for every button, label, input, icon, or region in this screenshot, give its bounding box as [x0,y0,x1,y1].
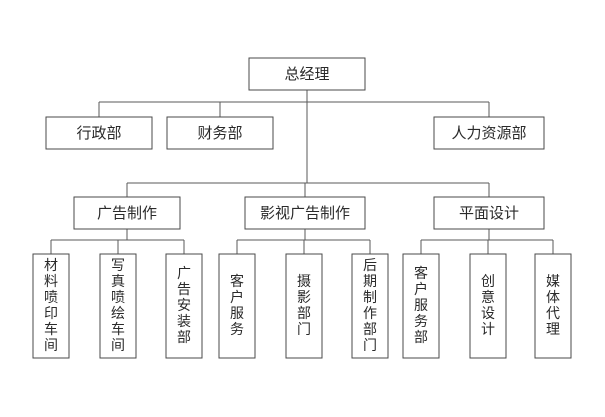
connector-lines [50,90,554,254]
division-node-ad: 广告制作 [73,196,181,230]
unit-node-video-1-box [218,253,256,359]
general-manager-node: 总经理 [248,57,366,91]
department-node-hr-box [433,116,545,150]
division-node-video-label: 影视广告制作 [260,204,350,222]
unit-node-ad-3-box [165,253,203,359]
unit-node-graphic-2-label: 创意设计 [481,274,495,338]
unit-node-video-3-box [351,253,389,359]
unit-node-video-1: 客户服务 [218,253,256,359]
department-node-finance-label: 财务部 [197,124,242,142]
unit-node-graphic-3: 媒体代理 [534,253,572,359]
department-node-finance: 财务部 [166,116,274,150]
unit-node-ad-3-label: 广告安装部 [177,266,191,346]
unit-node-graphic-1-label: 客户服务部 [414,265,428,346]
unit-node-video-2: 摄影部门 [285,253,323,359]
unit-node-video-3: 后期制作部门 [351,253,389,359]
unit-node-video-1-label: 客户服务 [230,273,244,338]
division-node-video-box [244,196,366,230]
unit-node-ad-2: 写真喷绘车间 [99,253,137,359]
department-node-admin-label: 行政部 [76,124,121,142]
unit-node-graphic-2-box [469,253,507,359]
unit-node-video-3-label: 后期制作部门 [363,258,377,354]
unit-node-ad-2-label: 写真喷绘车间 [111,258,125,354]
department-node-admin-box [45,116,153,150]
department-node-hr: 人力资源部 [433,116,545,150]
unit-node-ad-2-box [99,253,137,359]
unit-node-video-2-label: 摄影部门 [297,274,311,338]
division-node-graphic-box [433,196,545,230]
department-node-hr-label: 人力资源部 [451,124,526,142]
division-node-graphic-label: 平面设计 [459,204,519,222]
department-node-finance-box [166,116,274,150]
unit-node-graphic-1-box [402,253,440,359]
unit-node-ad-1-box [32,253,70,359]
general-manager-node-label: 总经理 [284,65,329,83]
division-node-ad-label: 广告制作 [97,204,157,222]
unit-node-graphic-2: 创意设计 [469,253,507,359]
unit-node-ad-3: 广告安装部 [165,253,203,359]
department-node-admin: 行政部 [45,116,153,150]
unit-node-ad-1: 材料喷印车间 [32,253,70,359]
unit-node-ad-1-label: 材料喷印车间 [44,258,58,354]
general-manager-node-box [248,57,366,91]
division-node-ad-box [73,196,181,230]
division-node-video: 影视广告制作 [244,196,366,230]
unit-node-graphic-3-label: 媒体代理 [546,274,560,338]
unit-node-graphic-1: 客户服务部 [402,253,440,359]
division-node-graphic: 平面设计 [433,196,545,230]
unit-node-video-2-box [285,253,323,359]
unit-node-graphic-3-box [534,253,572,359]
